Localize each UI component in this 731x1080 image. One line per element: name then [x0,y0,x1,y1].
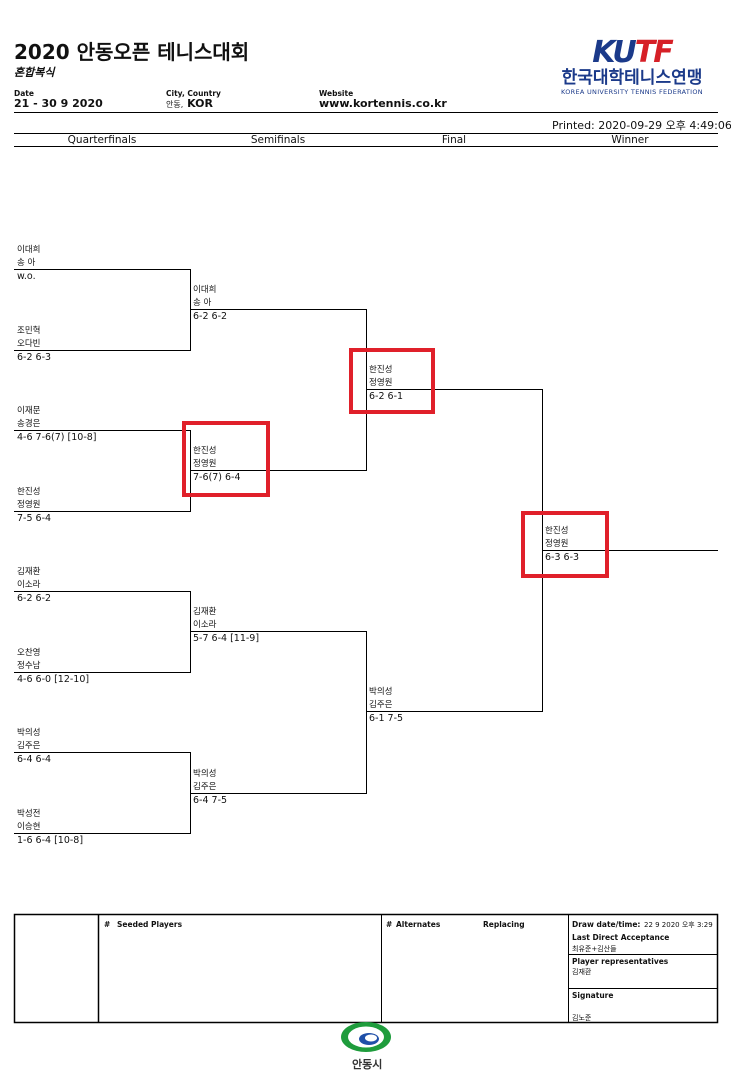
header-divider [14,112,718,113]
city-value: 안동, KOR [166,97,213,110]
r1-m5-player1: 김재환 [17,567,41,577]
highlight-box-final [349,348,435,414]
column-quarterfinals: Quarterfinals [67,134,137,146]
kutf-logo-mark: KUTF [592,35,674,70]
website-label: Website [319,89,354,98]
replacing-label: Replacing [483,920,525,929]
column-winner: Winner [611,134,649,146]
r1-m7-player1: 박의성 [17,728,41,738]
r1-m1-score: w.o. [17,271,36,282]
date-label: Date [14,89,34,98]
draw-date-label: Draw date/time: [572,920,641,929]
column-semifinals: Semifinals [250,134,306,146]
r1-m3-player1: 이재문 [17,406,41,416]
r2-m4-player2: 김주은 [193,782,217,792]
last-direct-acceptance-label: Last Direct Acceptance [572,933,670,942]
winner-player1: 한진성 [545,526,569,536]
r1-m5-player2: 이소라 [17,580,41,590]
seeded-hash: # [104,920,111,929]
printed-timestamp: Printed: 2020-09-29 오후 4:49:06 [552,119,731,132]
r2-m3-player1: 김재환 [193,607,217,617]
kutf-logo-english: KOREA UNIVERSITY TENNIS FEDERATION [561,88,703,96]
r2-m4-player1: 박의성 [193,769,217,779]
r1-m8-score: 1-6 6-4 [10-8] [17,835,84,846]
winner-player2: 정영원 [545,539,569,549]
andong-city-name: 안동시 [352,1058,383,1071]
highlight-box-winner [521,511,609,578]
columns-top-rule [14,133,718,134]
r3-m2-player1: 박의성 [369,687,393,697]
r1-m6-player2: 정수남 [17,661,41,671]
website-value: www.kortennis.co.kr [319,97,447,110]
city-label: City, Country [166,89,221,98]
r3-m1-player1: 한진성 [369,365,393,375]
r1-m8-player1: 박성전 [17,809,41,819]
r1-m3-player2: 송경은 [17,419,41,429]
tournament-title: 2020 안동오픈 테니스대회 [14,40,250,64]
r1-m6-score: 4-6 6-0 [12-10] [17,674,90,685]
r1-m8-player2: 이승현 [17,822,41,832]
city-value-prefix: 안동, [166,100,184,109]
andong-city-logo: 안동시 [336,1020,396,1074]
seeded-players-label: Seeded Players [117,920,183,929]
kutf-logo-korean: 한국대학테니스연맹 [561,68,703,88]
r1-m7-player2: 김주은 [17,741,41,751]
draw-date-value: 22 9 2020 오후 3:29 [644,921,713,929]
signature-value: 김노준 [572,1014,592,1022]
r2-m2-player2: 정영원 [193,459,217,469]
player-representatives-label: Player representatives [572,957,669,966]
last-direct-acceptance-value: 최유준+김산들 [572,945,617,953]
r1-m2-score: 6-2 6-3 [17,352,52,363]
r1-m6-player1: 오찬영 [17,648,41,658]
signature-label: Signature [572,991,614,1000]
andong-emblem-icon [341,1022,391,1052]
r1-m3-score: 4-6 7-6(7) [10-8] [17,432,97,443]
highlight-box-semifinal [182,421,270,497]
event-name: 혼합복식 [14,66,55,79]
r3-m2-player2: 김주은 [369,700,393,710]
r1-m1-player2: 송 아 [17,258,36,268]
r2-m4-score: 6-4 7-5 [193,795,228,806]
column-final: Final [441,134,467,146]
r2-m1-player1: 이대희 [193,285,217,295]
r2-m1-player2: 송 아 [193,298,212,308]
r3-m2-score: 6-1 7-5 [369,713,404,724]
alternates-hash: # [386,920,393,929]
r2-m2-player1: 한진성 [193,446,217,456]
r1-m1-player1: 이대희 [17,245,41,255]
r1-m4-player1: 한진성 [17,487,41,497]
r1-m2-player1: 조민혁 [17,326,41,336]
winner-score: 6-3 6-3 [545,552,580,563]
alternates-label: Alternates [396,920,441,929]
r1-m4-player2: 정영원 [17,500,41,510]
r1-m7-score: 6-4 6-4 [17,754,52,765]
r1-m4-score: 7-5 6-4 [17,513,52,524]
city-value-country: KOR [187,97,213,110]
date-value: 21 - 30 9 2020 [14,97,103,110]
r3-m1-score: 6-2 6-1 [369,391,404,402]
r1-m2-player2: 오다빈 [17,339,41,349]
r2-m3-score: 5-7 6-4 [11-9] [193,633,260,644]
columns-bottom-rule [14,146,718,147]
r3-m1-player2: 정영원 [369,378,393,388]
r2-m2-score: 7-6(7) 6-4 [193,472,241,483]
r2-m1-score: 6-2 6-2 [193,311,228,322]
r2-m3-player2: 이소라 [193,620,217,630]
kutf-logo: KUTF 한국대학테니스연맹 KOREA UNIVERSITY TENNIS F… [548,38,716,108]
player-representatives-value: 김재환 [572,968,592,976]
r1-m5-score: 6-2 6-2 [17,593,52,604]
